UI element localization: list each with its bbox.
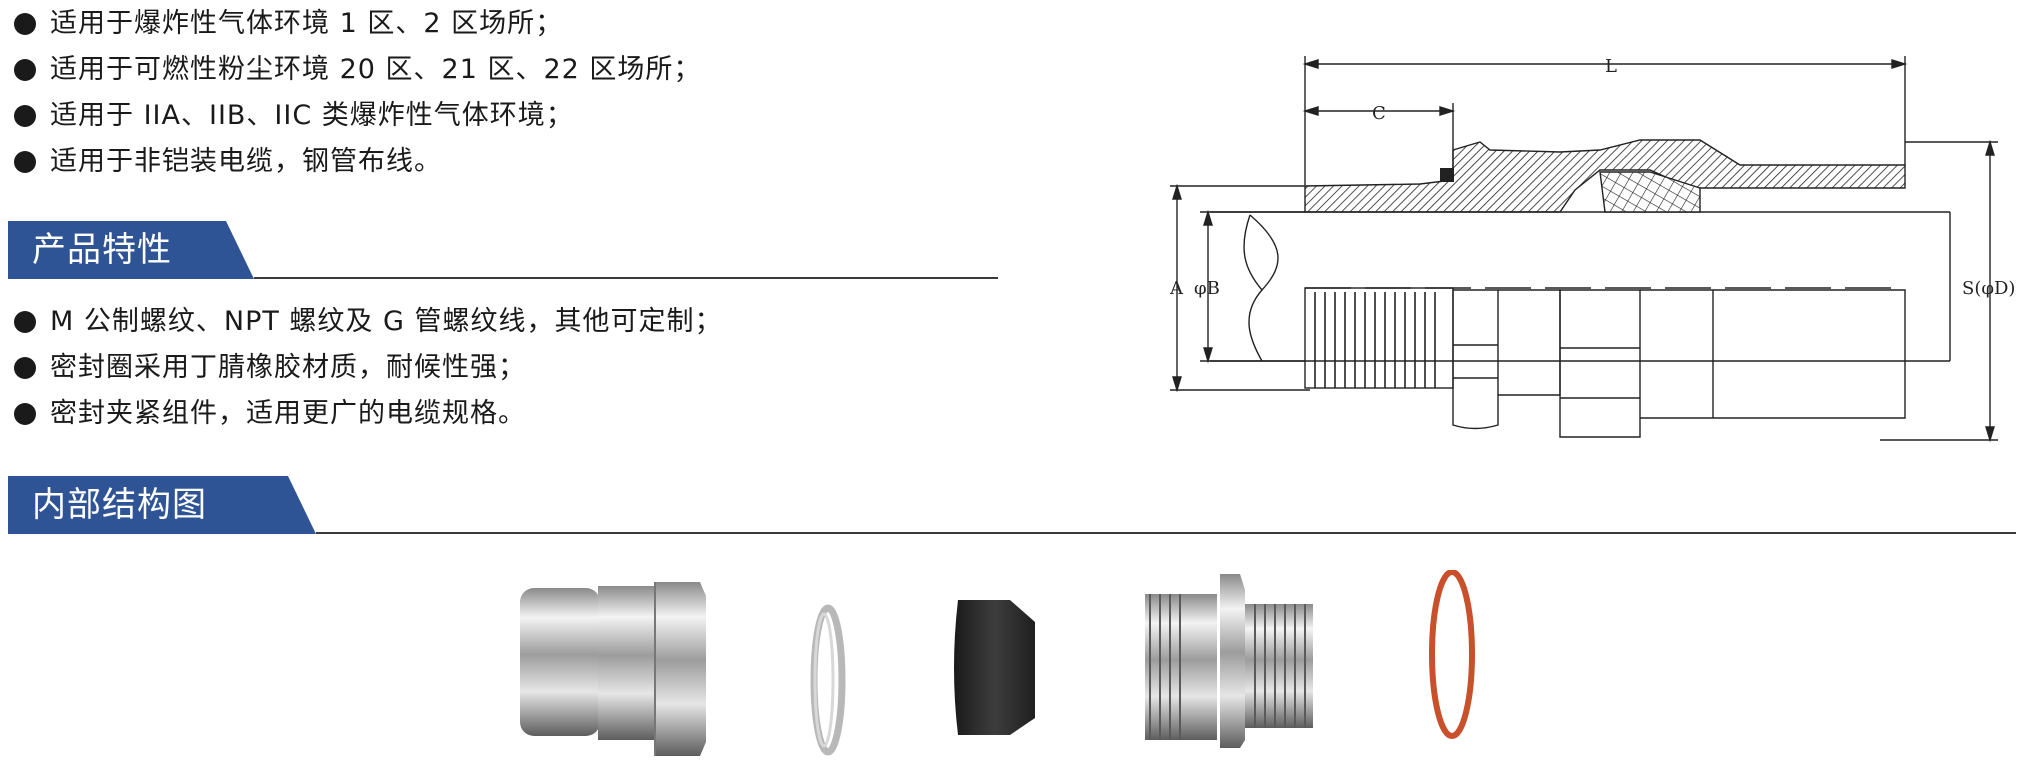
bullet-dot: [14, 357, 36, 379]
bullet-dot: [14, 403, 36, 425]
dimension-label-S: S(φD): [1962, 278, 2015, 299]
section-header-characteristics: 产品特性: [8, 221, 998, 281]
feature-item: 适用于爆炸性气体环境 1 区、2 区场所；: [14, 1, 701, 47]
feature-item: 适用于 IIA、IIB、IIC 类爆炸性气体环境；: [14, 93, 701, 139]
section-divider: [316, 532, 2016, 534]
feature-item: 密封夹紧组件，适用更广的电缆规格。: [14, 391, 723, 437]
feature-item: M 公制螺纹、NPT 螺纹及 G 管螺纹线，其他可定制；: [14, 299, 723, 345]
dimension-label-A: A: [1169, 278, 1184, 299]
exploded-parts-view: [520, 570, 1475, 756]
section-header-structure: 内部结构图: [8, 476, 2016, 536]
dimension-label-C: C: [1372, 103, 1386, 124]
bullet-dot: [14, 105, 36, 127]
part-o-ring: [1429, 570, 1475, 739]
part-cap-nut: [520, 582, 706, 756]
feature-text: 适用于爆炸性气体环境 1 区、2 区场所；: [50, 8, 564, 39]
section-divider: [254, 277, 998, 279]
section-title: 产品特性: [8, 221, 254, 279]
feature-text: M 公制螺纹、NPT 螺纹及 G 管螺纹线，其他可定制；: [50, 306, 723, 337]
feature-item: 适用于可燃性粉尘环境 20 区、21 区、22 区场所；: [14, 47, 701, 93]
feature-text: 适用于非铠装电缆，钢管布线。: [50, 146, 442, 177]
part-rubber-seal: [954, 600, 1035, 735]
section-title: 内部结构图: [8, 476, 316, 534]
bullet-dot: [14, 311, 36, 333]
feature-text: 适用于 IIA、IIB、IIC 类爆炸性气体环境；: [50, 100, 574, 131]
part-clear-washer: [810, 604, 846, 756]
dimension-label-L: L: [1605, 56, 1617, 77]
feature-list-characteristics: M 公制螺纹、NPT 螺纹及 G 管螺纹线，其他可定制； 密封圈采用丁腈橡胶材质…: [14, 299, 723, 437]
part-threaded-body: [1145, 574, 1313, 748]
feature-item: 适用于非铠装电缆，钢管布线。: [14, 139, 701, 185]
bullet-dot: [14, 151, 36, 173]
technical-drawing: L C A φB S(φD): [1169, 56, 2015, 443]
feature-item: 密封圈采用丁腈橡胶材质，耐候性强；: [14, 345, 723, 391]
bullet-dot: [14, 59, 36, 81]
feature-text: 适用于可燃性粉尘环境 20 区、21 区、22 区场所；: [50, 54, 702, 85]
feature-list-applications: 适用于爆炸性气体环境 1 区、2 区场所； 适用于可燃性粉尘环境 20 区、21…: [14, 1, 701, 185]
bullet-dot: [14, 13, 36, 35]
feature-text: 密封夹紧组件，适用更广的电缆规格。: [50, 398, 526, 429]
feature-text: 密封圈采用丁腈橡胶材质，耐候性强；: [50, 352, 526, 383]
dimension-label-B: φB: [1194, 278, 1220, 299]
